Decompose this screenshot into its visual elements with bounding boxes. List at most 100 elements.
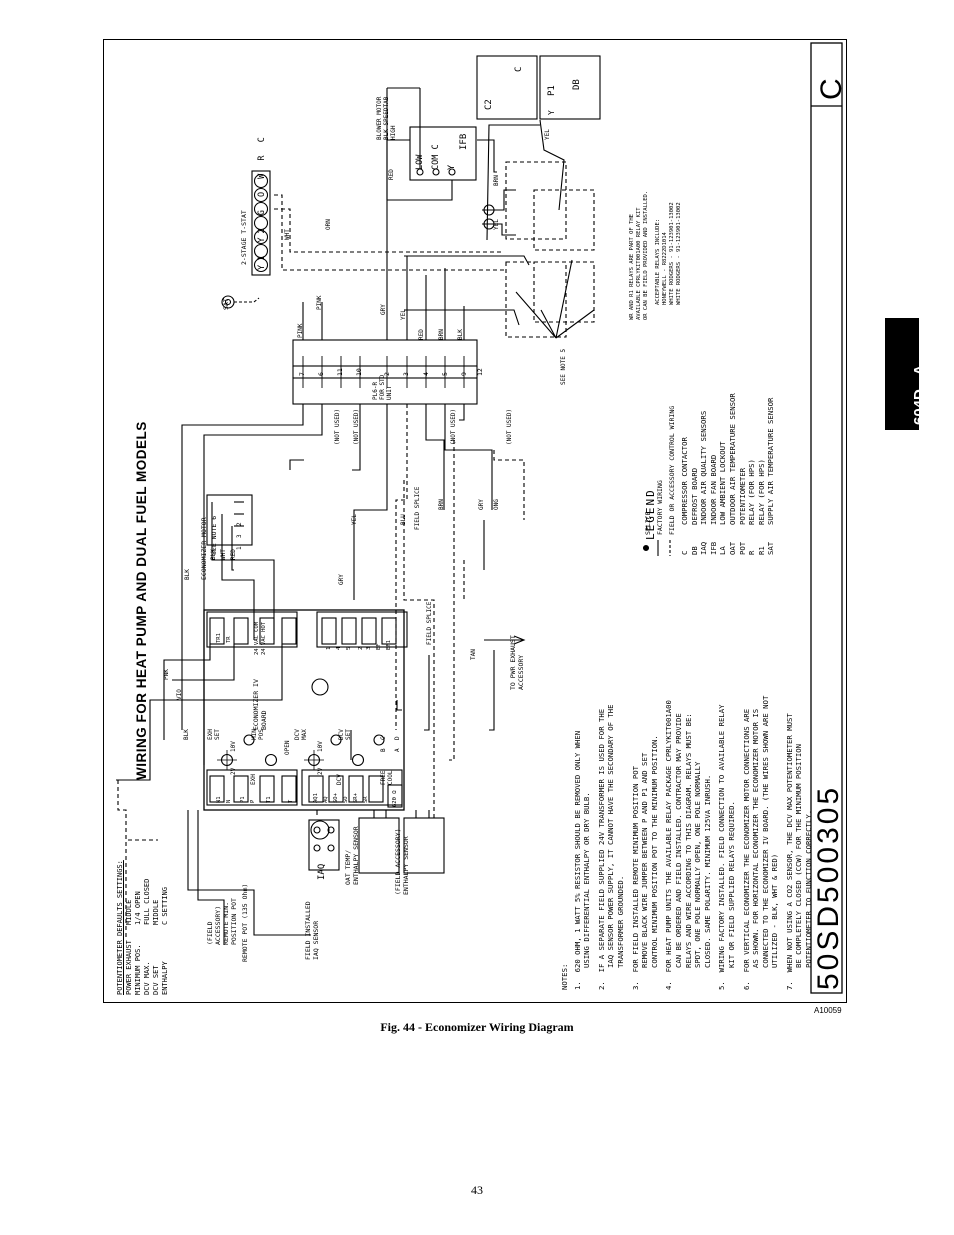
db-label: DB (572, 79, 582, 90)
terminal-d-label: D (394, 736, 401, 740)
wire-label: FIELD SPLICE (426, 601, 433, 645)
wire-label: BRN (438, 499, 445, 510)
pot-settings: POTENTIOMETER DEFAULTS SETTINGS: POWER E… (116, 860, 170, 995)
note-item: 3. FOR FIELD INSTALLED REMOTE MINIMUM PO… (630, 735, 659, 990)
wire-label: GRY (338, 574, 345, 585)
not-used-label: (NOT USED) (334, 408, 341, 445)
label-line: MIN (251, 729, 258, 740)
tstat-label: 2-STAGE T-STAT (240, 210, 248, 265)
plug-pin: 4 (422, 372, 430, 376)
terminal-ef: EF (376, 643, 382, 650)
legend-abbr: POT (737, 541, 747, 555)
see-note-5-label: SEE NOTE 5 (560, 348, 567, 385)
v2-label: 2V (317, 767, 324, 775)
plug-pin: 11 (336, 368, 344, 376)
figure-caption: Fig. 44 - Economizer Wiring Diagram (380, 1020, 574, 1034)
dcv-label: DCV (336, 774, 343, 785)
terminal-2: 2 (358, 646, 364, 650)
wire-label: WHT (284, 229, 291, 240)
motor-pin: 2 (236, 522, 243, 526)
wire-label: BLK (457, 329, 464, 340)
label-line: (FIELD ACCESSORY) (394, 828, 402, 895)
board-label: ECONOMIZER IV BOARD (252, 679, 268, 730)
dcv-max-label: DCV MAX (294, 729, 308, 740)
ifb-terminal: LOW (415, 154, 425, 170)
legend-abbr: DB (689, 546, 699, 555)
wire-label: GRY (478, 499, 485, 510)
wire-label: RED (388, 169, 395, 180)
label-line: DCV (294, 729, 301, 740)
plug-pin: 3 (402, 372, 410, 376)
label-line: EXH (207, 729, 214, 740)
legend-desc: LOW AMBIENT LOCKOUT (718, 441, 728, 525)
legend-abbr: R1 (756, 546, 766, 555)
wire-label: PINK (316, 295, 323, 310)
wire-label-wht: WHT (220, 549, 227, 560)
label-line: WR AND R1 RELAYS ARE PART OF THE (629, 214, 635, 320)
legend-desc: POTENTIOMETER (737, 467, 747, 525)
label-line: ACCEPTABLE RELAYS INCLUDE: (655, 218, 661, 305)
pot-row-value: MIDDLE (152, 899, 160, 925)
economizer-motor-label: ECONOMIZER MOTOR (200, 517, 208, 580)
relay-list: ACCEPTABLE RELAYS INCLUDE: HONEYWELL - R… (655, 202, 683, 305)
terminal-sr-plus: SR+ (353, 793, 359, 803)
exh-label: EXH (250, 774, 257, 785)
pot-row-name: ENTHALPY (161, 961, 169, 995)
plug-pin: 5 (441, 372, 449, 376)
side-tab-label: 604D-- A (911, 364, 928, 425)
label-line: FIELD INSTALLED (304, 901, 312, 960)
wire-label: YEL (493, 219, 500, 230)
wire-label: GRY (380, 304, 387, 315)
motor-pin: 3 (236, 534, 243, 538)
remote-pot-label: REMOTE POT (135 Ohm) (241, 883, 249, 962)
sat-label: SAT (222, 298, 230, 310)
wire-label: BLK (184, 569, 191, 580)
exh-set-label: EXH SET (207, 729, 221, 740)
legend-desc: DEFROST BOARD (689, 467, 699, 525)
wire-label: BLU (400, 514, 407, 525)
label-line: POSITION POT (230, 898, 238, 945)
legend-desc: RELAY (FOR HPS) (747, 459, 757, 525)
terminal-sr: SR (363, 796, 369, 803)
terminal-n: N (226, 799, 232, 803)
label-line: OR CAN BE FIELD PROVIDED AND INSTALLED. (643, 190, 649, 320)
ifb-label: IFB (459, 133, 469, 150)
relay-note: WR AND R1 RELAYS ARE PART OF THE AVAILAB… (629, 191, 650, 320)
label-line: REMOTE MIN. (222, 901, 230, 945)
pwr-exhaust-label: TO PWR EXHAUST ACCESSORY (509, 635, 525, 690)
diagram-title: WIRING FOR HEAT PUMP AND DUAL FUEL MODEL… (134, 421, 149, 780)
iaq-box-label: IAQ (317, 863, 327, 880)
plug-pin: 12 (476, 368, 484, 376)
wire-label: ONG (493, 499, 500, 510)
wire-label: PNK (163, 669, 170, 680)
ifb-terminal: Y (447, 164, 457, 170)
plug-pin: 9 (460, 372, 468, 376)
terminal-so: SO (343, 796, 349, 803)
not-used-label: (NOT USED) (506, 408, 513, 445)
oat-sensor-label: OAT TEMP/ ENTHALPY SENSOR (344, 826, 360, 885)
pot-row-value: FULL CLOSED (143, 878, 151, 925)
not-used-label: (NOT USED) (450, 408, 457, 445)
label-line: BOARD (260, 710, 268, 730)
plug-label: PL6-R FOR STD UNIT (372, 375, 393, 400)
pot-settings-heading: POTENTIOMETER DEFAULTS SETTINGS: (116, 860, 124, 995)
legend-symbol-label: FACTORY WIRING (656, 480, 664, 535)
label-line: MAX (301, 729, 308, 740)
terminal-1: 1 (326, 646, 332, 650)
terminal-c-label: C (380, 736, 387, 740)
ifb-terminal: COM C (431, 144, 441, 170)
terminal-t: T (288, 799, 294, 803)
legend-abbr: IAQ (699, 541, 709, 555)
label-line: (FIELD (206, 921, 214, 945)
drawing-number: 50SD500305 (812, 784, 845, 990)
label-line: ENTHALPY SENSOR (402, 836, 410, 895)
label-line: POS (258, 729, 265, 740)
free-cool-label: FREE COOL (380, 771, 394, 785)
legend-desc: OUTDOOR AIR TEMPERATURE SENSOR (727, 393, 737, 525)
terminal-p: P (250, 799, 256, 803)
open-label: OPEN (284, 740, 291, 755)
label-line: FREE (380, 770, 387, 785)
wire-label: TAN (470, 649, 477, 660)
note-item: 7. WHEN NOT USING A CO2 SENSOR, THE DCV … (784, 713, 814, 990)
label-line: BLOWER MOTOR (376, 96, 383, 140)
